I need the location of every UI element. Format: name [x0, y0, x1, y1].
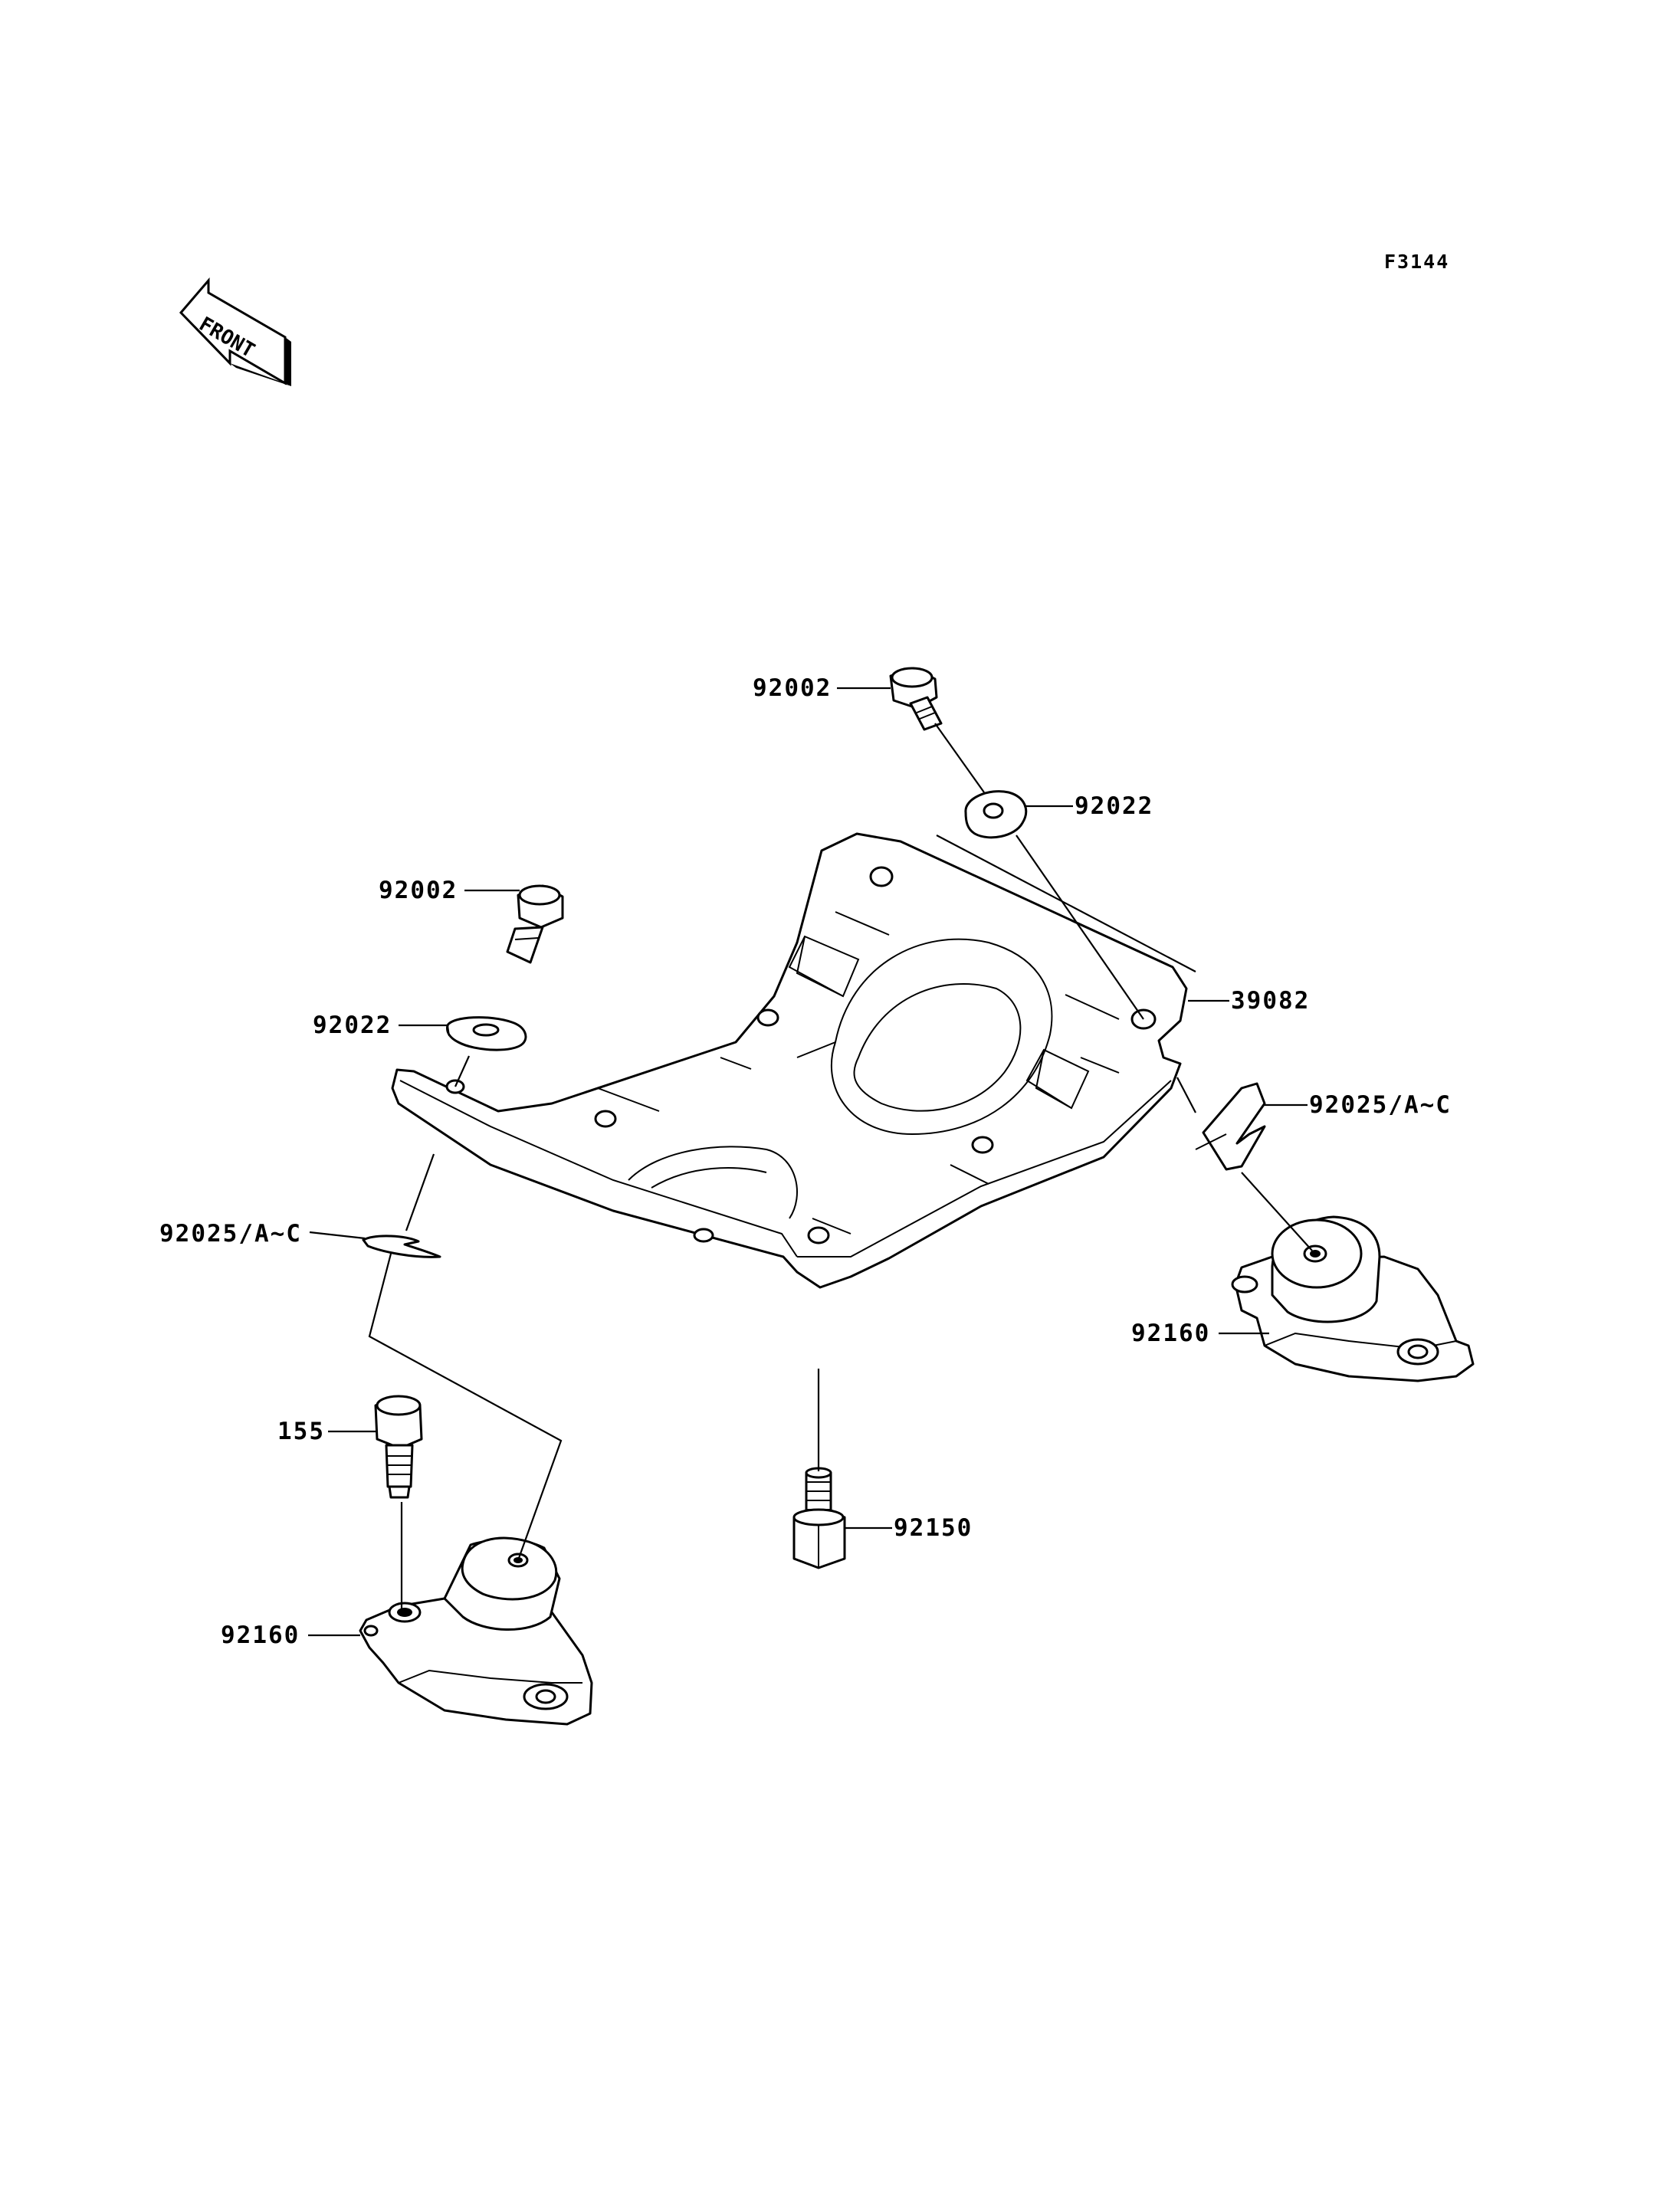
label-mount-92160-left: 92160 [221, 1622, 300, 1649]
label-stud-92150: 92150 [894, 1514, 973, 1542]
engine-mount-92160-left [359, 1536, 593, 1726]
clip-92025-right [1195, 1082, 1266, 1171]
figure-code: F3144 [1384, 251, 1449, 273]
label-bracket-39082: 39082 [1231, 987, 1310, 1015]
callout-leaders [308, 687, 1308, 1637]
label-washer-92022-top: 92022 [1075, 792, 1153, 820]
bolt-92002-top [889, 667, 943, 731]
front-arrow-icon: FRONT [179, 277, 291, 386]
stud-92150 [792, 1467, 846, 1569]
label-clip-92025-right: 92025/A~C [1309, 1091, 1452, 1119]
label-bolt-92002-top: 92002 [753, 674, 832, 702]
engine-mount-92160-right [1231, 1215, 1475, 1382]
washer-92022-left [446, 1016, 527, 1051]
washer-92022-top [964, 790, 1027, 839]
label-mount-92160-right: 92160 [1131, 1320, 1210, 1347]
label-bolt-92002-left: 92002 [379, 877, 458, 904]
bolt-92002-left [506, 884, 564, 964]
label-washer-92022-left: 92022 [313, 1012, 392, 1039]
assembly-lines [368, 723, 1313, 1611]
bracket-39082 [391, 832, 1188, 1289]
label-clip-92025-left: 92025/A~C [159, 1220, 302, 1248]
label-bolt-155: 155 [277, 1418, 325, 1445]
bolt-155 [374, 1395, 423, 1499]
clip-92025-left [362, 1235, 441, 1258]
